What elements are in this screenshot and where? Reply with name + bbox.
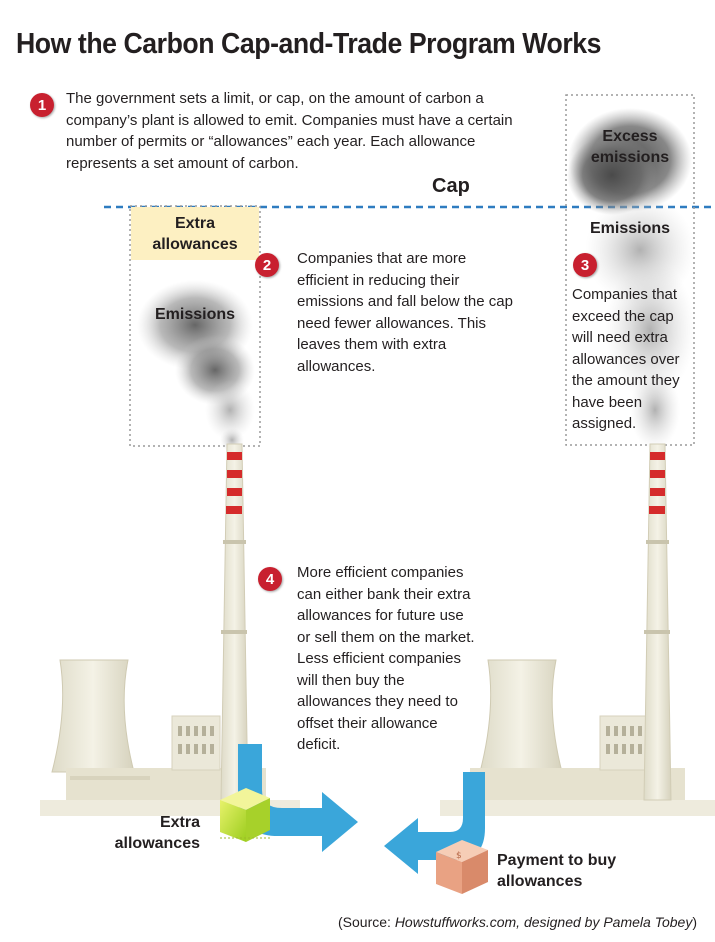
cap-label: Cap [432,175,470,197]
emissions-right-label: Emissions [589,220,671,237]
step-3-text: Companies that exceed the cap will need … [572,286,680,432]
extra-allowances-bottom-label: Extra allowances [114,814,200,852]
payment-label: Payment to buy allowances [497,852,617,890]
source-emphasis: Howstuffworks.com, designed by Pamela To… [394,914,693,930]
step-2-badge: 2 [255,253,279,277]
step-4-text: More efficient companies can either bank… [297,564,475,753]
source-credit: (Source: Howstuffworks.com, designed by … [338,914,697,930]
svg-text:$: $ [456,851,462,861]
step-3-badge: 3 [573,253,597,277]
extra-allowances-box [131,207,259,260]
left-smoke [137,280,255,452]
step-1-badge: 1 [30,93,54,117]
right-emissions-box [565,94,695,446]
emissions-left-label: Emissions [154,306,236,323]
allowance-package-icon [220,788,270,842]
right-smoke [567,108,695,450]
source-prefix: (Source: [338,914,395,930]
step-4-badge: 4 [258,567,282,591]
step-1-text: The government sets a limit, or cap, on … [66,90,513,172]
right-power-plant [440,443,715,816]
page-title: How the Carbon Cap-and-Trade Program Wor… [16,28,602,60]
step-2-text: Companies that are more efficient in red… [297,250,513,375]
excess-emissions-label: Excess emissions [590,128,670,166]
money-package-icon: $ [436,840,488,894]
extra-allowances-top-label: Extra allowances [152,215,238,253]
source-suffix: ) [692,914,697,930]
left-emissions-box [129,205,261,447]
left-power-plant [40,443,300,816]
